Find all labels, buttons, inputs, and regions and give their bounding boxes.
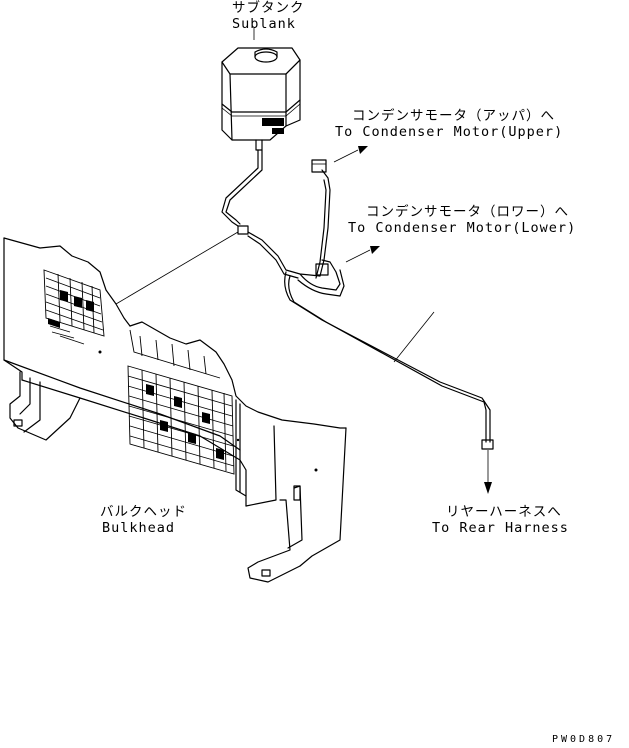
harness: [221, 149, 494, 450]
bulkhead: [3, 237, 347, 583]
subtank-label-jp: サブタンク: [232, 0, 305, 16]
rear-harness-label-en: To Rear Harness: [432, 520, 569, 536]
leaders: [115, 28, 492, 494]
condenser-upper-label-jp: コンデンサモータ（アッパ）へ: [352, 107, 555, 124]
rear-harness-label-jp: リヤーハーネスへ: [446, 504, 562, 520]
subtank-label-en: Sublank: [232, 16, 296, 32]
drawing-code: PW0D807: [552, 734, 615, 745]
subtank: [221, 47, 301, 151]
condenser-lower-label-en: To Condenser Motor(Lower): [348, 220, 576, 236]
bulkhead-label-en: Bulkhead: [102, 520, 175, 536]
condenser-upper-label-en: To Condenser Motor(Upper): [335, 124, 563, 140]
grill-upper: [43, 269, 105, 337]
grill-lower: [127, 365, 235, 475]
condenser-lower-label-jp: コンデンサモータ（ロワー）へ: [366, 203, 569, 220]
bulkhead-label-jp: バルクヘッド: [100, 504, 187, 520]
